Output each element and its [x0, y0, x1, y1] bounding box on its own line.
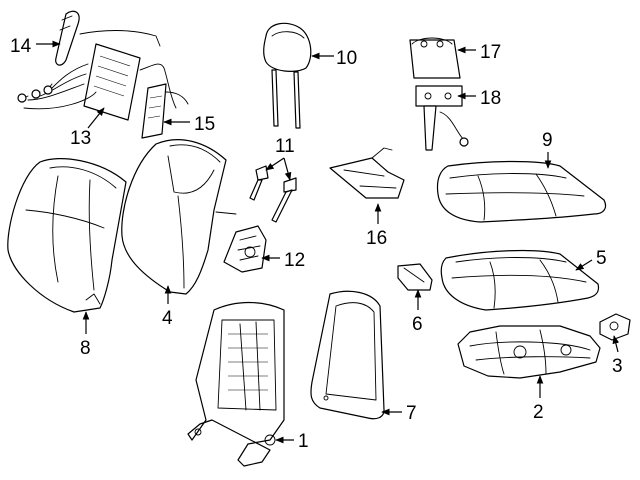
callout-8: 8: [80, 338, 91, 359]
callout-10: 10: [336, 48, 357, 69]
part-13-shape: [17, 43, 177, 121]
leader-11a: [265, 157, 285, 171]
leader-3: [612, 335, 620, 353]
callout-17: 17: [480, 42, 501, 63]
part-2-shape: [457, 325, 601, 379]
callout-7: 7: [406, 403, 417, 424]
part-18-shape: [415, 85, 469, 151]
callout-3: 3: [612, 356, 623, 377]
callout-6: 6: [412, 314, 423, 335]
part-14-shape: [55, 10, 161, 66]
part-5-shape: [440, 249, 600, 311]
callout-5: 5: [596, 248, 607, 269]
part-11-shape: [249, 165, 297, 223]
part-17-shape: [409, 37, 461, 79]
part-12-shape: [223, 225, 267, 273]
part-4-shape: [121, 139, 237, 295]
part-7-shape: [310, 290, 385, 420]
leader-11b: [283, 157, 292, 181]
part-16-shape: [329, 147, 405, 199]
callout-1: 1: [298, 431, 309, 452]
part-8-shape: [7, 158, 127, 313]
callout-4: 4: [162, 308, 173, 329]
part-3-shape: [599, 313, 631, 341]
part-10-shape: [263, 22, 312, 129]
leader-13: [87, 107, 105, 129]
callout-2: 2: [533, 402, 544, 423]
callout-11: 11: [275, 136, 295, 157]
callout-12: 12: [284, 250, 305, 271]
leader-5: [575, 259, 593, 271]
callout-labels: 14 13 15 10 17 18 11 12 16 9 5 6 3 2 4 8…: [10, 36, 623, 452]
part-1-shape: [187, 301, 285, 467]
callout-18: 18: [480, 88, 501, 109]
callout-9: 9: [542, 130, 553, 151]
callout-13: 13: [70, 128, 91, 149]
callout-15: 15: [194, 114, 215, 135]
part-15-shape: [141, 83, 189, 139]
part-6-shape: [397, 263, 433, 291]
callout-16: 16: [366, 228, 387, 249]
part-9-shape: [436, 160, 607, 223]
leader-lines: [36, 40, 620, 444]
callout-14: 14: [10, 36, 32, 57]
